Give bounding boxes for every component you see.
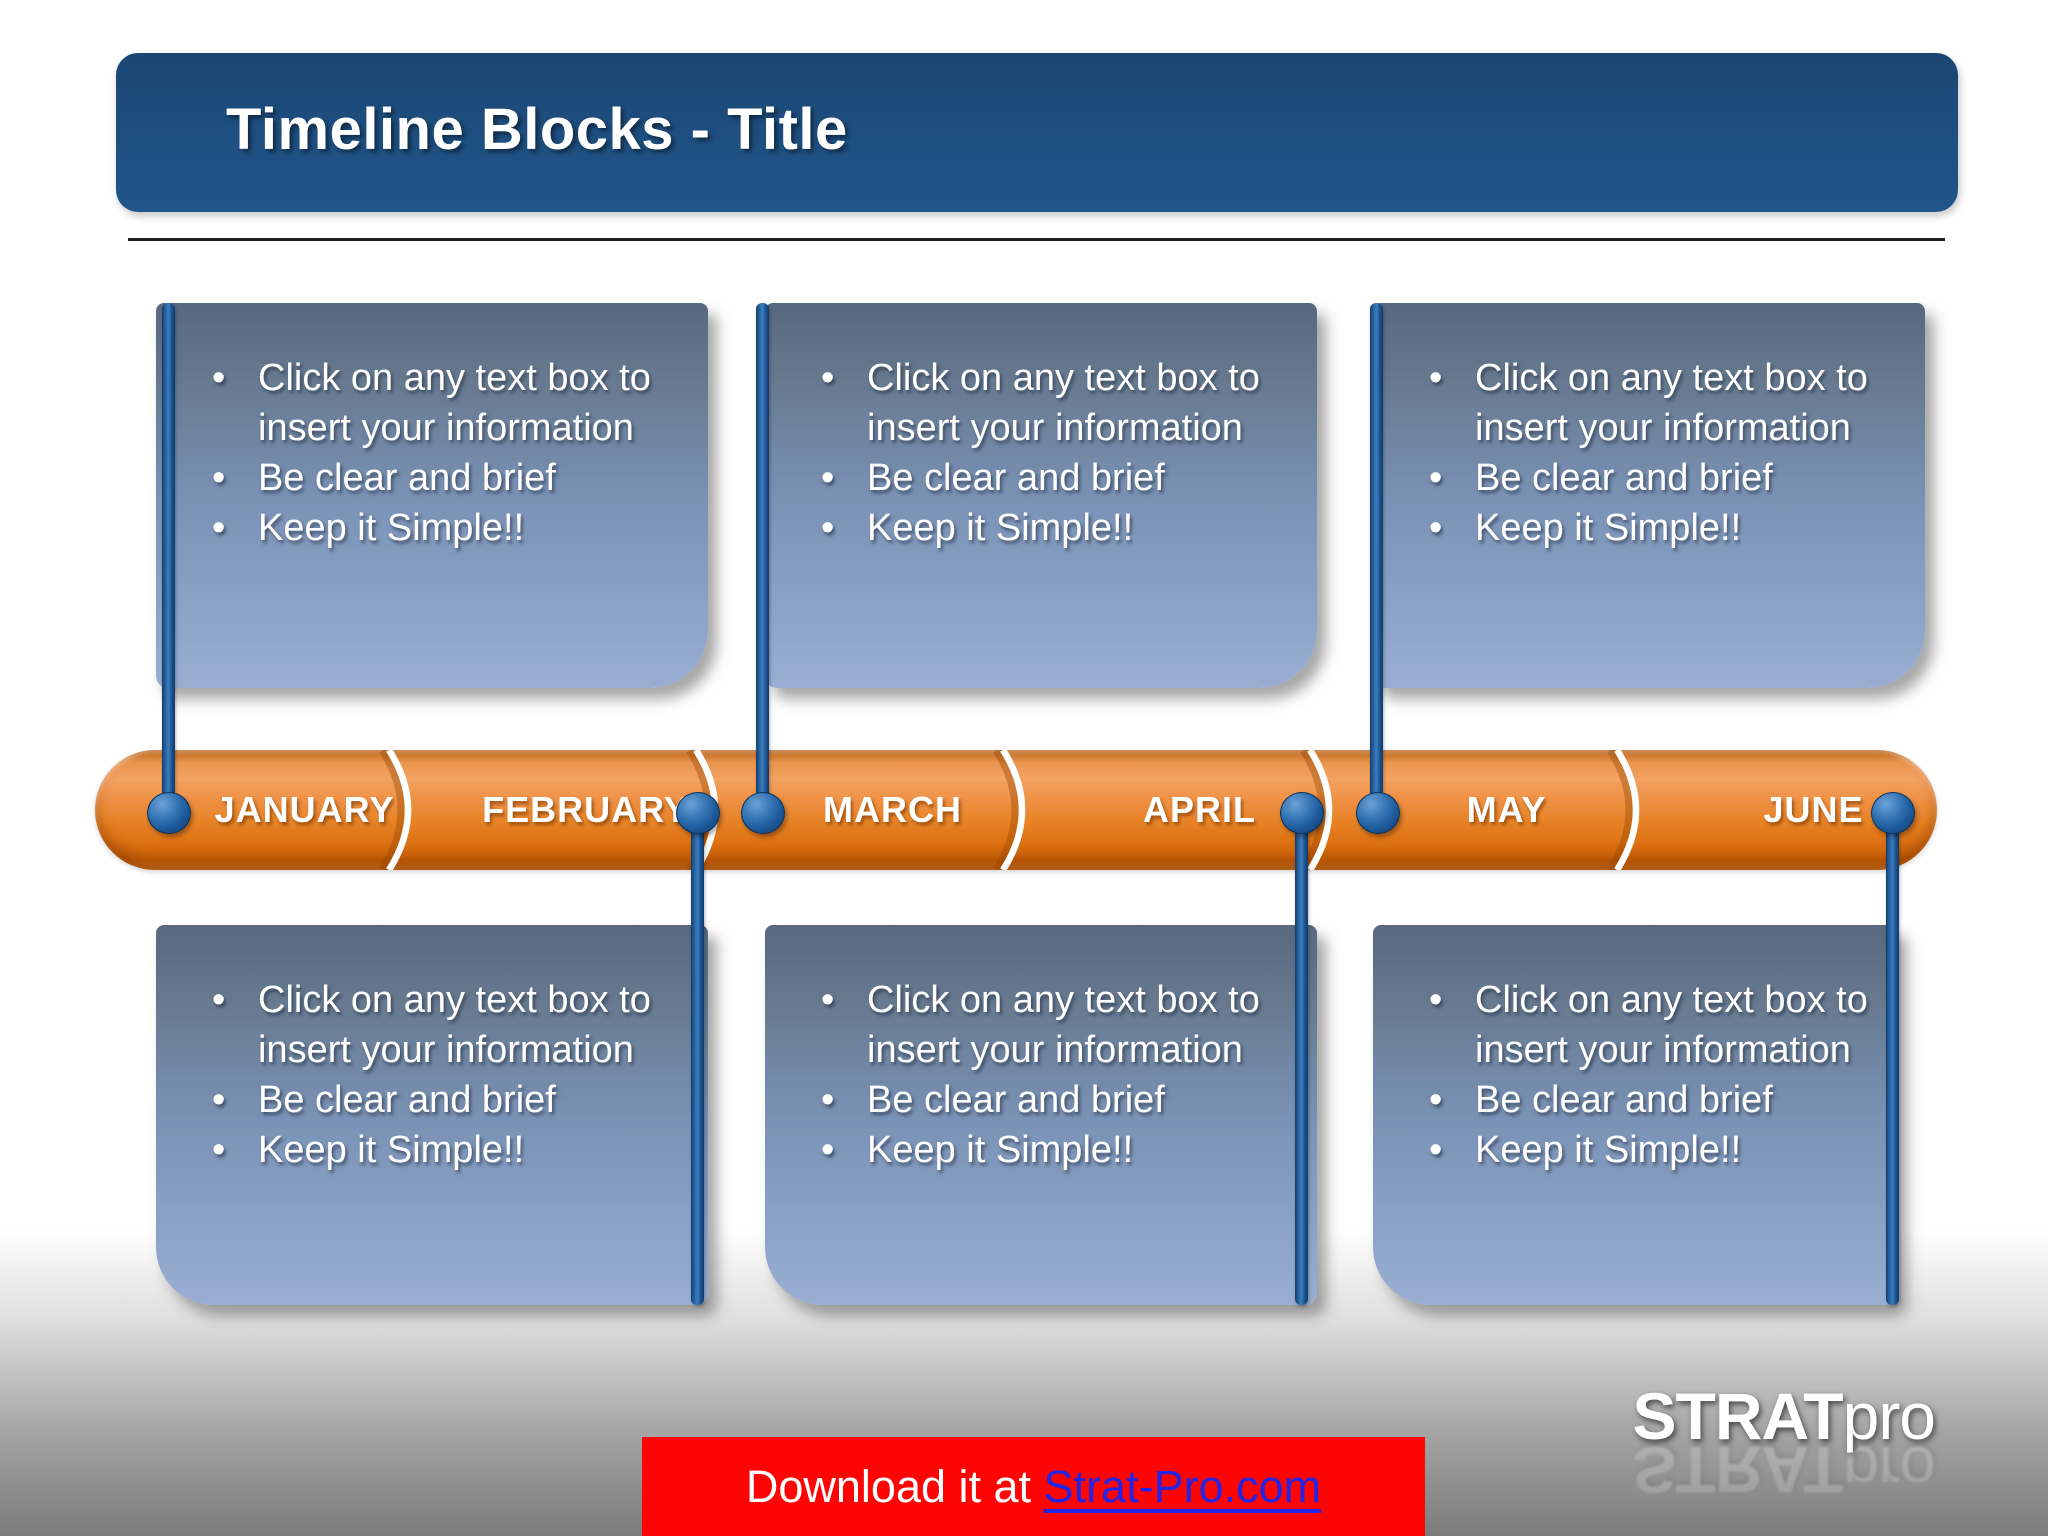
slide-title[interactable]: Timeline Blocks - Title bbox=[226, 96, 848, 162]
bullet-item[interactable]: Be clear and brief bbox=[208, 1075, 696, 1125]
timeline-segment-february[interactable]: FEBRUARY bbox=[402, 750, 709, 870]
bullet-item[interactable]: Click on any text box to insert your inf… bbox=[208, 353, 696, 453]
may-connector-line bbox=[1370, 303, 1383, 815]
timeline-segment-april[interactable]: APRIL bbox=[1016, 750, 1323, 870]
january-connector-line bbox=[162, 303, 175, 815]
textbox-top-1[interactable]: Click on any text box to insert your inf… bbox=[156, 303, 708, 688]
timeline-bar: JANUARY FEBRUARY MARCH APRIL MAY JUNE bbox=[95, 750, 1937, 870]
bullet-item[interactable]: Click on any text box to insert your inf… bbox=[817, 353, 1305, 453]
march-connector-line bbox=[756, 303, 769, 815]
june-pin[interactable] bbox=[1871, 792, 1915, 834]
month-label: JANUARY bbox=[214, 789, 395, 830]
month-label: MAY bbox=[1466, 789, 1547, 830]
timeline-segment-march[interactable]: MARCH bbox=[709, 750, 1016, 870]
bullet-item[interactable]: Be clear and brief bbox=[1425, 1075, 1886, 1125]
month-label: JUNE bbox=[1763, 789, 1864, 830]
textbox-top-3[interactable]: Click on any text box to insert your inf… bbox=[1373, 303, 1925, 688]
logo-strat-text: STRAT bbox=[1632, 1379, 1844, 1453]
bullet-item[interactable]: Click on any text box to insert your inf… bbox=[208, 975, 696, 1075]
bullet-list: Click on any text box to insert your inf… bbox=[1425, 975, 1886, 1175]
logo-pro-text: pro bbox=[1842, 1379, 1936, 1453]
bullet-list: Click on any text box to insert your inf… bbox=[1425, 353, 1913, 553]
bullet-item[interactable]: Keep it Simple!! bbox=[817, 1125, 1305, 1175]
bullet-item[interactable]: Keep it Simple!! bbox=[1425, 1125, 1886, 1175]
bullet-item[interactable]: Keep it Simple!! bbox=[208, 503, 696, 553]
textbox-bottom-2[interactable]: Click on any text box to insert your inf… bbox=[765, 925, 1317, 1305]
bullet-item[interactable]: Keep it Simple!! bbox=[1425, 503, 1913, 553]
bullet-list: Click on any text box to insert your inf… bbox=[817, 353, 1305, 553]
bullet-item[interactable]: Click on any text box to insert your inf… bbox=[1425, 975, 1886, 1075]
bullet-item[interactable]: Be clear and brief bbox=[817, 1075, 1305, 1125]
january-pin[interactable] bbox=[147, 792, 191, 834]
bullet-item[interactable]: Keep it Simple!! bbox=[817, 503, 1305, 553]
download-text: Download it at bbox=[745, 1460, 1044, 1512]
bullet-item[interactable]: Be clear and brief bbox=[1425, 453, 1913, 503]
textbox-bottom-1[interactable]: Click on any text box to insert your inf… bbox=[156, 925, 708, 1305]
download-banner: Download it at Strat-Pro.com bbox=[642, 1437, 1425, 1536]
stratpro-logo-reflection: STRATpro bbox=[1633, 1433, 1935, 1507]
textbox-top-2[interactable]: Click on any text box to insert your inf… bbox=[765, 303, 1317, 688]
bullet-item[interactable]: Keep it Simple!! bbox=[208, 1125, 696, 1175]
bullet-item[interactable]: Be clear and brief bbox=[208, 453, 696, 503]
stratpro-logo: STRATpro STRATpro bbox=[1633, 1383, 1936, 1507]
textbox-bottom-3[interactable]: Click on any text box to insert your inf… bbox=[1373, 925, 1898, 1305]
title-bar: Timeline Blocks - Title bbox=[116, 53, 1958, 212]
april-pin[interactable] bbox=[1280, 792, 1324, 834]
download-link[interactable]: Strat-Pro.com bbox=[1043, 1460, 1322, 1512]
april-connector-line bbox=[1295, 810, 1308, 1305]
stratpro-logo-text: STRATpro bbox=[1633, 1383, 1936, 1449]
february-connector-line bbox=[691, 810, 704, 1305]
bullet-list: Click on any text box to insert your inf… bbox=[208, 353, 696, 553]
june-connector-line bbox=[1886, 810, 1899, 1305]
timeline-segment-june[interactable]: JUNE bbox=[1630, 750, 1937, 870]
bullet-item[interactable]: Be clear and brief bbox=[817, 453, 1305, 503]
logo-pro-reflection: pro bbox=[1842, 1433, 1935, 1507]
month-label: APRIL bbox=[1143, 789, 1256, 830]
march-pin[interactable] bbox=[741, 792, 785, 834]
month-label: FEBRUARY bbox=[482, 789, 689, 830]
bullet-item[interactable]: Click on any text box to insert your inf… bbox=[817, 975, 1305, 1075]
bullet-item[interactable]: Click on any text box to insert your inf… bbox=[1425, 353, 1913, 453]
february-pin[interactable] bbox=[676, 792, 720, 834]
title-underline bbox=[128, 238, 1945, 241]
timeline-segment-january[interactable]: JANUARY bbox=[95, 750, 402, 870]
logo-strat-reflection: STRAT bbox=[1632, 1433, 1843, 1507]
timeline-segment-may[interactable]: MAY bbox=[1323, 750, 1630, 870]
bullet-list: Click on any text box to insert your inf… bbox=[208, 975, 696, 1175]
may-pin[interactable] bbox=[1356, 792, 1400, 834]
bullet-list: Click on any text box to insert your inf… bbox=[817, 975, 1305, 1175]
month-label: MARCH bbox=[823, 789, 962, 830]
